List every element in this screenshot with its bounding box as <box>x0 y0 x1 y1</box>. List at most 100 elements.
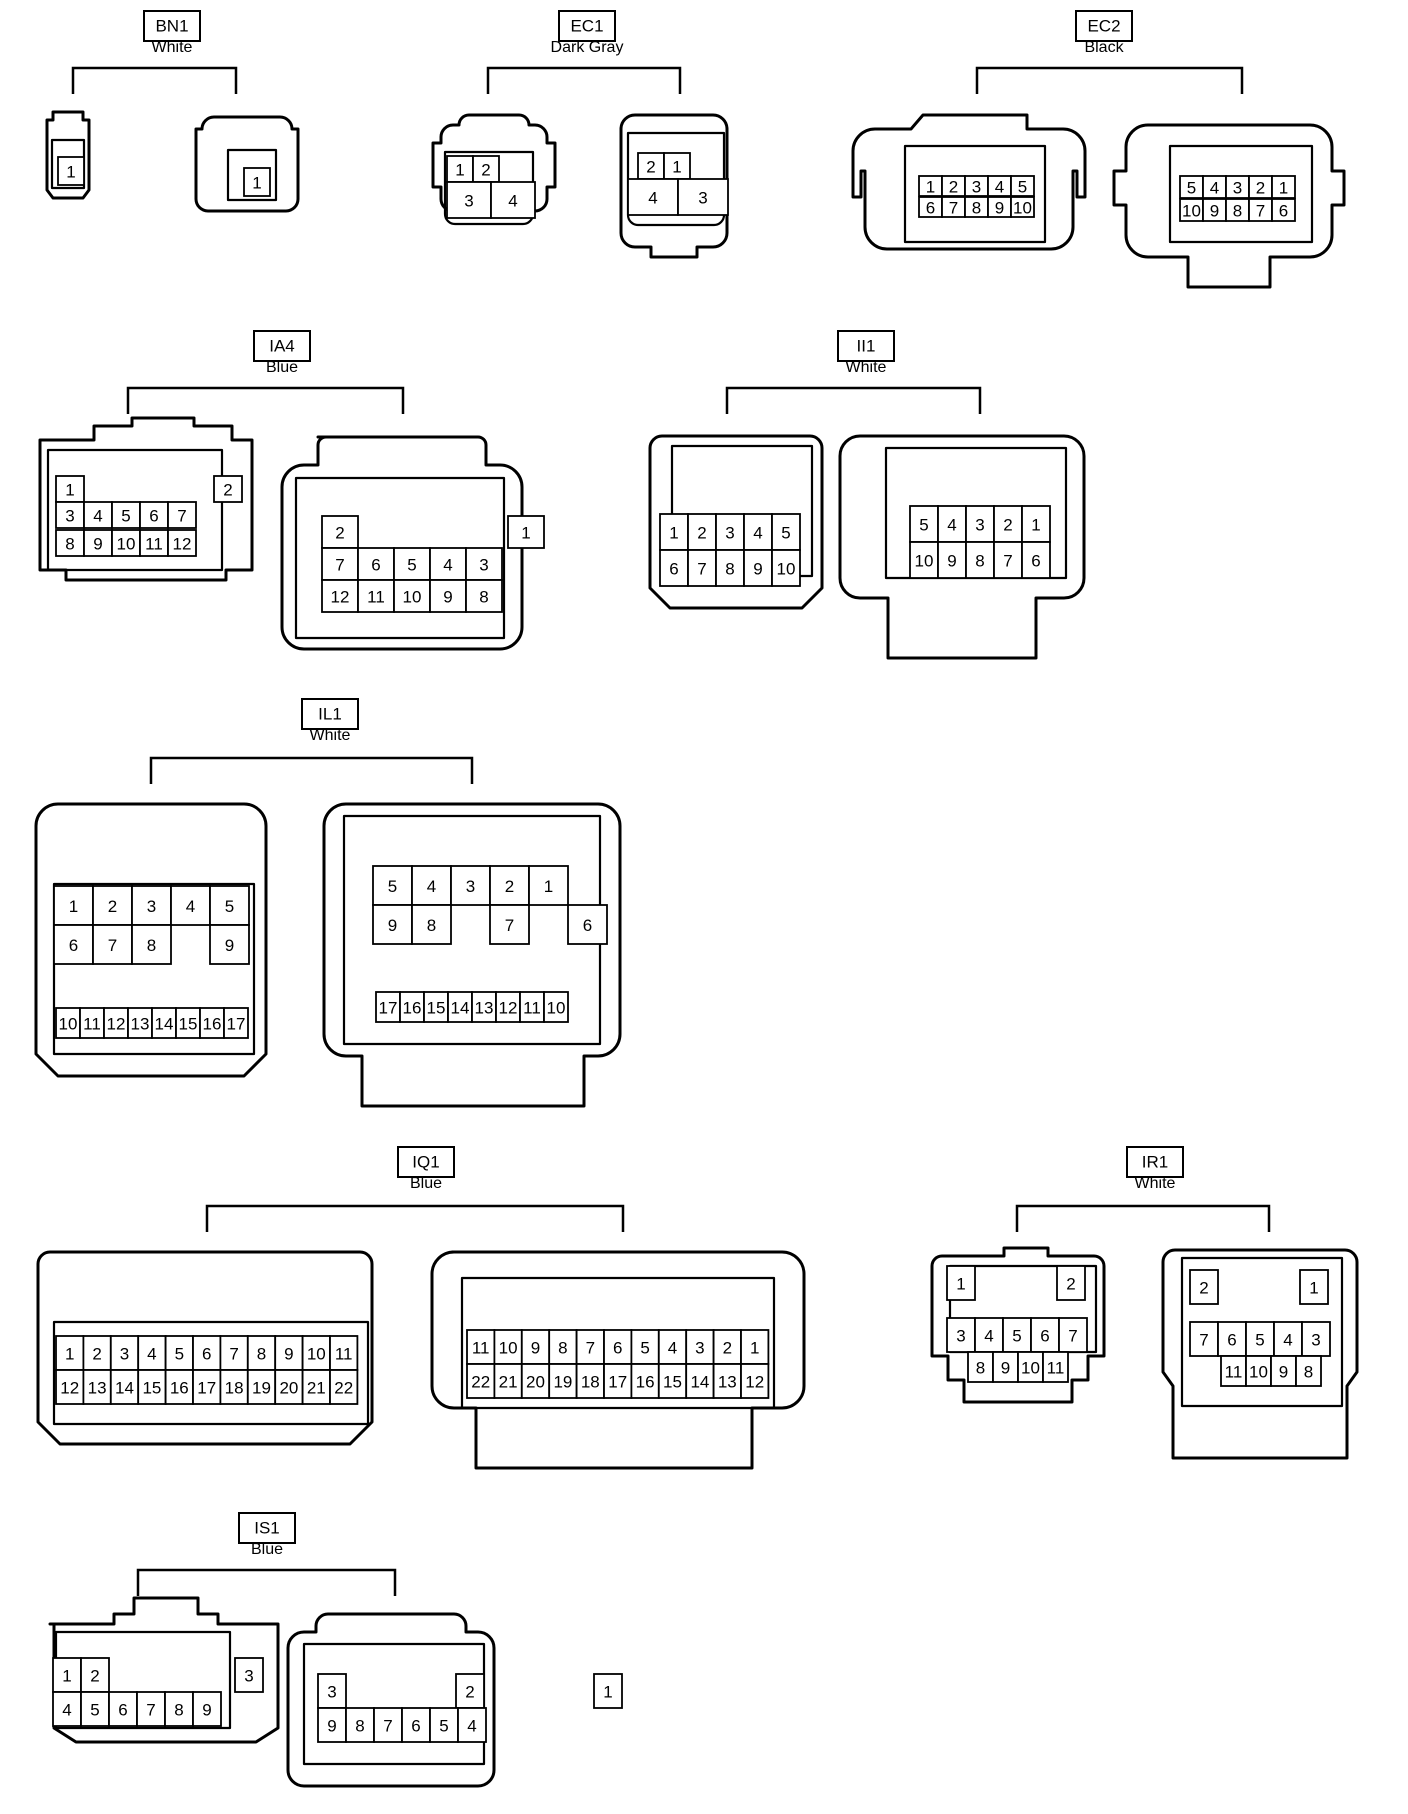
is1-view-2-pin-7: 7 <box>383 1717 392 1736</box>
iq1-view-2-pin-cell <box>712 1363 742 1399</box>
iq1-view-2-pin-21: 21 <box>499 1373 518 1392</box>
ia4-view-1-pin-cell <box>55 529 85 557</box>
ir1-view-2-pin-6: 6 <box>1227 1331 1236 1350</box>
ii1-view-1-pin-cell <box>659 549 689 587</box>
il1-view-2-pin-cell <box>528 865 569 906</box>
is1-view-1-pin-7: 7 <box>146 1701 155 1720</box>
iq1-view-1-pin-11: 11 <box>335 1345 353 1364</box>
iq1-view-1-pin-14: 14 <box>115 1379 134 1398</box>
iq1-view-2-pin-cell <box>520 1329 551 1365</box>
ia4-view-1-pin-6: 6 <box>149 507 158 526</box>
ii1-view-2-pin-4: 4 <box>947 516 956 535</box>
ec2-view-1-pin-cell <box>1010 196 1035 218</box>
ir1-view-2-pin-4: 4 <box>1283 1331 1292 1350</box>
ec2-view-1-pin-10: 10 <box>1013 199 1032 218</box>
ec2-view-2-pin-cell <box>1271 175 1296 199</box>
is1-view-1-pin-4: 4 <box>62 1701 71 1720</box>
iq1-view-1-pin-cell <box>82 1335 112 1371</box>
ec2-view-1-pin-5: 5 <box>1018 178 1027 197</box>
is1-view-1-pin-2: 2 <box>90 1667 99 1686</box>
il1-view-2-pin-1: 1 <box>544 877 553 896</box>
il1-view-1-pin-17: 17 <box>227 1015 246 1034</box>
is1-view-1-pin-1: 1 <box>62 1667 71 1686</box>
ec2-view-1-pin-4: 4 <box>995 178 1004 197</box>
ia4-view-1-pin-10: 10 <box>117 535 136 554</box>
ii1-view-1-pin-cell <box>771 549 801 587</box>
ia4-view-1-pin-3: 3 <box>65 507 74 526</box>
is1-view-1-pin-cell <box>108 1691 138 1727</box>
is1-view-2-pin-cell <box>457 1707 487 1743</box>
il1-view-2-pin-cell <box>495 991 521 1023</box>
is1-view-2-pin-3: 3 <box>327 1683 336 1702</box>
ia4-view-2-pin-10: 10 <box>403 588 422 607</box>
il1-view-1-pin-cell <box>127 1007 153 1039</box>
ec2-view-1-pin-7: 7 <box>949 199 958 218</box>
iq1-view-2-pin-cell <box>466 1329 496 1365</box>
ia4-view-2-pin-12: 12 <box>331 588 350 607</box>
iq1-view-2-pin-10: 10 <box>499 1339 518 1358</box>
iq1-view-2-pin-7: 7 <box>586 1339 595 1358</box>
iq1-bracket <box>205 1204 625 1232</box>
il1-view-2-pin-cell <box>519 991 545 1023</box>
ir1-view-2-pin-10: 10 <box>1249 1363 1268 1382</box>
ia4-view-2-cavity <box>294 476 506 640</box>
ec1-bracket <box>486 66 682 94</box>
iq1-view-2-pin-20: 20 <box>526 1373 545 1392</box>
iq1-view-1-pin-15: 15 <box>142 1379 161 1398</box>
ir1-view-1-pin-cell <box>992 1351 1019 1383</box>
ii1-view-1-pin-cell <box>715 549 745 587</box>
ec2-label-box <box>1075 10 1133 42</box>
is1-view-2-pin-6: 6 <box>411 1717 420 1736</box>
ii1-view-2-pin-9: 9 <box>947 552 956 571</box>
il1-view-1-pin-14: 14 <box>155 1015 174 1034</box>
iq1-view-2-pin-cell <box>520 1363 551 1399</box>
ia4-view-1-pin-9: 9 <box>93 535 102 554</box>
is1-view-2-pin-5: 5 <box>439 1717 448 1736</box>
ec2-view-2-pin-5: 5 <box>1187 179 1196 198</box>
il1-view-2-pin-10: 10 <box>547 999 566 1018</box>
iq1-view-1-pin-cell <box>192 1369 222 1405</box>
bn1-view-2-housing <box>194 115 300 213</box>
ia4-view-1-pin-cell <box>167 501 197 529</box>
iq1-view-1-pin-16: 16 <box>170 1379 189 1398</box>
il1-view-2-pin-cell <box>372 865 413 906</box>
ia4-view-1-pin-cell <box>111 529 141 557</box>
il1-view-1-pin-cell <box>131 924 172 965</box>
il1-view-2-pin-17: 17 <box>379 999 398 1018</box>
ir1-view-1-pin-7: 7 <box>1068 1327 1077 1346</box>
ia4-view-2-pin-7: 7 <box>335 556 344 575</box>
il1-view-1-pin-15: 15 <box>179 1015 198 1034</box>
is1-view-2-pin-8: 8 <box>355 1717 364 1736</box>
ec2-view-2-pin-1: 1 <box>1279 179 1288 198</box>
bn1-view-2-pin-cell <box>243 167 271 197</box>
ii1-view-1-pin-6: 6 <box>669 560 678 579</box>
iq1-view-2-pin-19: 19 <box>553 1373 572 1392</box>
ec2-view-1-pin-1: 1 <box>926 178 935 197</box>
ia4-view-2-pin-1: 1 <box>521 524 530 543</box>
is1-view-2-pin-cell <box>345 1707 375 1743</box>
il1-view-2-pin-4: 4 <box>427 877 436 896</box>
ec1-view-1-pin-2: 2 <box>481 161 490 180</box>
ir1-view-1-pin-6: 6 <box>1040 1327 1049 1346</box>
is1-view-1-pin-8: 8 <box>174 1701 183 1720</box>
il1-view-2-pin-cell <box>489 904 530 945</box>
il1-bracket <box>149 756 474 784</box>
ec2-view-2-pin-cell <box>1271 198 1296 222</box>
ii1-bracket <box>725 386 982 414</box>
ia4-color: Blue <box>266 359 298 376</box>
is1-view-1-pin-6: 6 <box>118 1701 127 1720</box>
il1-view-1-pin-cell <box>53 885 94 926</box>
il1-view-1-pin-cell <box>92 885 133 926</box>
iq1-view-1-pin-20: 20 <box>279 1379 298 1398</box>
il1-view-1-pin-4: 4 <box>186 897 195 916</box>
ii1-view-2-pin-5: 5 <box>919 516 928 535</box>
iq1-view-1-pin-13: 13 <box>88 1379 107 1398</box>
ia4-view-2-pin-cell <box>507 515 545 549</box>
iq1-view-2-pin-11: 11 <box>472 1339 490 1358</box>
iq1-view-1-pin-8: 8 <box>257 1345 266 1364</box>
ia4-view-2-pin-cell <box>465 579 503 613</box>
iq1-view-1-pin-cell <box>82 1369 112 1405</box>
il1-view-1-pin-1: 1 <box>69 897 78 916</box>
is1-view-1-pin-cell <box>52 1691 82 1727</box>
